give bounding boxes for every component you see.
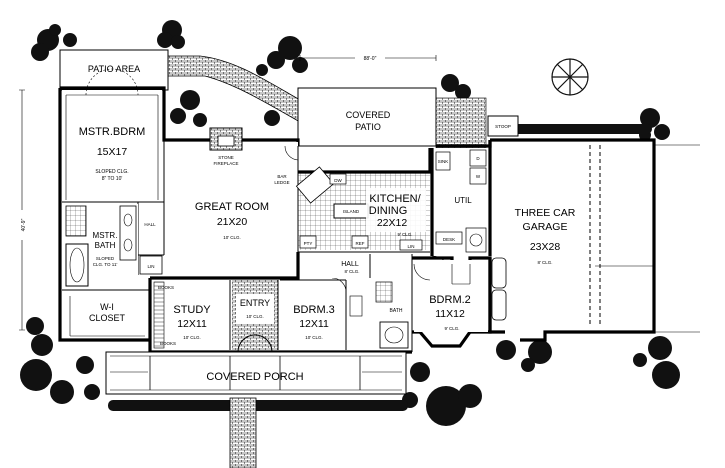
study-size: 12X11	[177, 318, 207, 330]
bedroom-hall	[300, 254, 412, 278]
shrub-icon	[551, 58, 589, 96]
sink-label: SINK	[438, 159, 449, 164]
overall-depth-label: 40'-9"	[21, 218, 27, 231]
brick-planter	[435, 97, 487, 149]
utility-label: UTIL	[454, 196, 472, 205]
tub	[65, 243, 89, 287]
master-bedroom-note-1: SLOPED CLG.	[95, 169, 128, 175]
covered-porch: COVERED PORCH	[105, 351, 407, 395]
fireplace-label-1: STONE	[218, 155, 233, 160]
dw-label: DW	[334, 178, 342, 183]
tree-icon	[402, 362, 482, 426]
bedroom-2: BDRM.2 11X12 9' CLG.	[412, 256, 492, 348]
island-label: ISLAND	[343, 209, 360, 214]
tree-icon	[256, 36, 308, 76]
master-bedroom-name: MSTR.BDRM	[79, 126, 146, 138]
master-lin-label: LIN	[147, 264, 154, 269]
master-bath-note-1: SLOPED	[96, 256, 115, 261]
great-room-name: GREAT ROOM	[195, 201, 269, 213]
master-bedroom	[62, 90, 162, 202]
tree-icon	[496, 340, 552, 372]
shower	[65, 205, 87, 237]
tree-icon	[633, 336, 680, 389]
dryer-label: D	[476, 156, 480, 161]
kitchen-lin-label: LIN	[407, 244, 414, 249]
fireplace-label-2: FIREPLACE	[213, 161, 238, 166]
great-room-size: 21X20	[217, 216, 248, 228]
great-room-note: 10' CLG.	[223, 235, 241, 240]
hedge	[108, 124, 652, 411]
bedroom2-size: 11X12	[435, 308, 465, 320]
overall-depth-dimension: 40'-9"	[16, 89, 28, 331]
tree-icon	[31, 24, 77, 61]
hall-name: HALL	[341, 261, 359, 268]
covered-porch-label: COVERED PORCH	[206, 371, 303, 383]
entry-name: ENTRY	[240, 298, 270, 308]
bedroom3-name: BDRM.3	[293, 304, 335, 316]
master-bath-name-1: MSTR.	[93, 231, 118, 240]
dishwasher	[329, 173, 347, 185]
covered-patio	[297, 87, 437, 147]
hall-note: 8' CLG.	[344, 269, 359, 274]
desk-label: DESK	[443, 237, 455, 242]
walk-in-closet-sub: CLOSET	[89, 313, 126, 323]
master-bedroom-note-2: 8" TO 10'	[102, 176, 123, 182]
covered-patio-label-2: PATIO	[355, 122, 381, 132]
study-books-label-1: BOOKS	[158, 285, 174, 290]
overall-width-label: 88'-0"	[364, 56, 377, 62]
washer-label: W	[476, 174, 481, 179]
bar-ledge-label-1: BAR	[277, 174, 287, 179]
covered-patio-label-1: COVERED	[346, 110, 391, 120]
bedroom3-size: 12X11	[299, 318, 329, 330]
tree-icon	[170, 90, 280, 127]
garage: THREE CAR GARAGE 23X28 8' CLG.	[488, 138, 700, 342]
bar-ledge-label-2: LEDGE	[274, 180, 289, 185]
study-note: 10' CLG.	[183, 335, 201, 340]
bedroom2-note: 9' CLG.	[444, 326, 459, 331]
pantry-label: PTY	[304, 241, 313, 246]
kitchen-name-1: KITCHEN/	[369, 193, 421, 205]
master-bedroom-size: 15X17	[97, 146, 128, 158]
garage-size: 23X28	[530, 241, 561, 253]
bath-label: BATH	[390, 308, 403, 314]
stoop-label: STOOP	[495, 124, 511, 129]
garage-name-1: THREE CAR	[515, 207, 576, 219]
ref-label: REF	[356, 241, 365, 246]
garage-name-2: GARAGE	[523, 221, 568, 233]
stoop	[487, 115, 519, 137]
study	[152, 280, 230, 350]
walk-in-closet-name: W-I	[100, 302, 114, 312]
tree-icon	[157, 20, 185, 49]
study-books-label-2: BOOKS	[160, 341, 176, 346]
kitchen-size: 22X12	[377, 217, 408, 229]
bedroom2-name: BDRM.2	[429, 294, 471, 306]
kitchen-note: 9' CLG.	[397, 232, 412, 237]
master-bath-name-2: BATH	[95, 241, 116, 250]
bedroom-3	[280, 282, 346, 350]
overall-width-dimension: 88'-0"	[299, 52, 437, 62]
entry-note: 10' CLG.	[246, 314, 264, 319]
patio-area	[59, 49, 169, 91]
master-hall-label: HALL	[144, 222, 156, 227]
kitchen-name-2: DINING	[369, 205, 408, 217]
great-room	[166, 142, 298, 278]
patio-area-label: PATIO AREA	[88, 64, 140, 74]
front-walkway	[229, 397, 257, 468]
bedroom3-note: 10' CLG.	[305, 335, 323, 340]
master-bath-note-2: CLG. TO 11'	[93, 262, 118, 267]
garage-note: 8' CLG.	[537, 260, 552, 265]
walk-in-closet	[62, 292, 148, 338]
tree-icon	[20, 317, 100, 404]
study-name: STUDY	[173, 304, 211, 316]
